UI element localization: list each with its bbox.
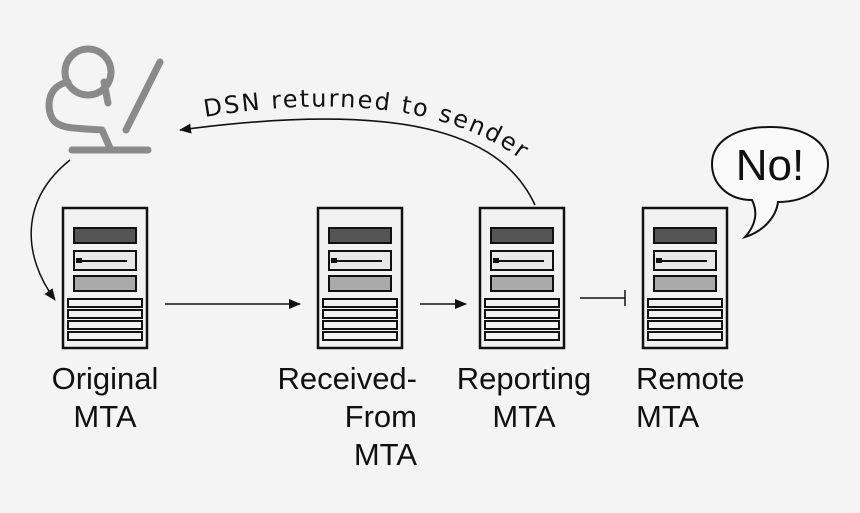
label-received-from-mta: Received- From MTA	[232, 360, 417, 474]
user-submit-arrow	[30, 159, 71, 301]
arc-label: DSN returned to sender	[201, 85, 535, 166]
dsn-return-arrow	[179, 118, 536, 206]
label-remote-line-2: MTA	[636, 399, 700, 434]
label-received-line-2: From	[344, 399, 417, 434]
speech-bubble-text: No!	[736, 141, 804, 190]
arc-label-text: DSN returned to sender	[201, 85, 533, 166]
mail-server-icon-reporting	[478, 206, 566, 350]
rejected-connection	[580, 290, 626, 306]
label-remote-line-1: Remote	[636, 361, 745, 396]
mail-server-icon-remote	[641, 206, 729, 350]
label-reporting-line-1: Reporting	[456, 361, 592, 396]
label-received-line-3: MTA	[353, 437, 417, 472]
label-original-line-1: Original	[51, 361, 159, 396]
mail-server-icon-received-from	[316, 206, 404, 350]
label-received-line-1: Received-	[277, 361, 417, 396]
mail-server-icon-original	[61, 206, 149, 350]
speech-bubble-icon	[710, 125, 830, 239]
label-original-line-2: MTA	[73, 399, 137, 434]
label-remote-mta: Remote MTA	[636, 360, 776, 436]
user-at-computer-icon	[45, 45, 164, 154]
label-original-mta: Original MTA	[40, 360, 170, 436]
label-reporting-mta: Reporting MTA	[440, 360, 608, 436]
label-reporting-line-2: MTA	[492, 399, 556, 434]
